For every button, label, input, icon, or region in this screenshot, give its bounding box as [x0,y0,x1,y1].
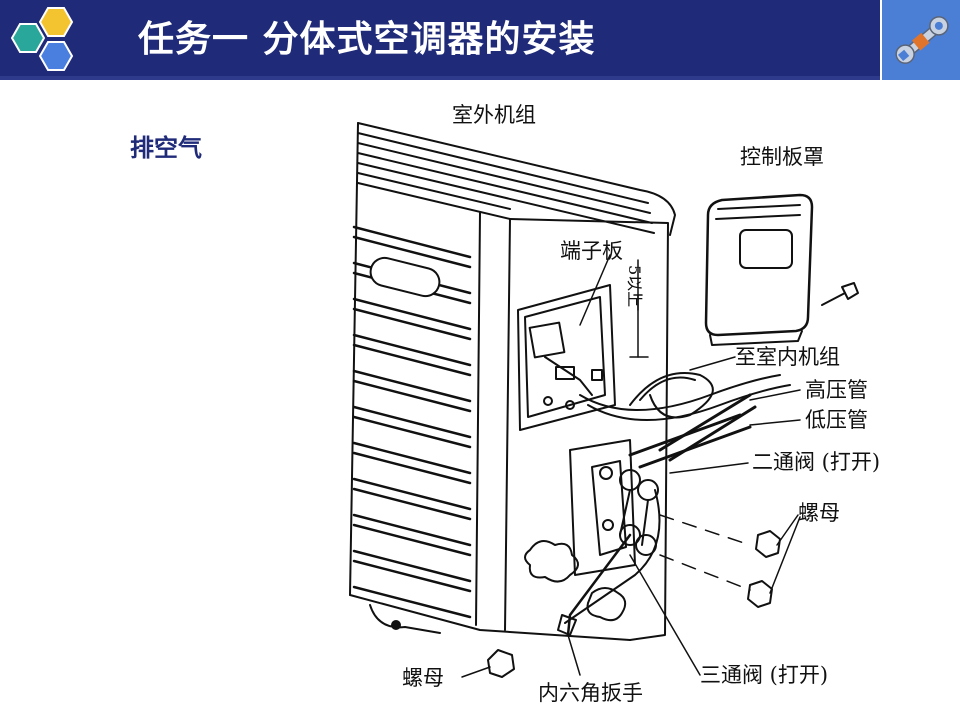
label-three-way-valve: 三通阀 (打开) [700,663,829,687]
label-hex-wrench: 内六角扳手 [538,681,643,705]
installation-diagram: 室外机组 控制板罩 端子板 5以上 至室内机组 高压管 低压管 二通阀 (打开)… [330,95,930,715]
title-bar: 任务一 分体式空调器的安装 [0,0,960,80]
hexagon-cluster-icon [10,7,74,71]
label-two-way-valve: 二通阀 (打开) [752,450,881,474]
section-heading: 排空气 [130,134,202,162]
label-terminal-board: 端子板 [560,239,623,263]
title-bar-accent [0,76,960,80]
label-high-pressure-pipe: 高压管 [805,378,868,402]
corner-badge [880,0,960,80]
label-control-cover: 控制板罩 [740,145,824,169]
label-outdoor-unit: 室外机组 [452,103,536,127]
label-nut-right: 螺母 [798,501,840,525]
wrench-icon [895,16,949,64]
label-5cm-above: 5以上 [625,265,644,308]
outdoor-unit-drawing [349,122,859,678]
page-title: 任务一 分体式空调器的安装 [138,19,596,60]
label-to-indoor-unit: 至室内机组 [735,345,840,369]
label-low-pressure-pipe: 低压管 [805,408,868,432]
label-nut-bottom: 螺母 [402,666,444,690]
